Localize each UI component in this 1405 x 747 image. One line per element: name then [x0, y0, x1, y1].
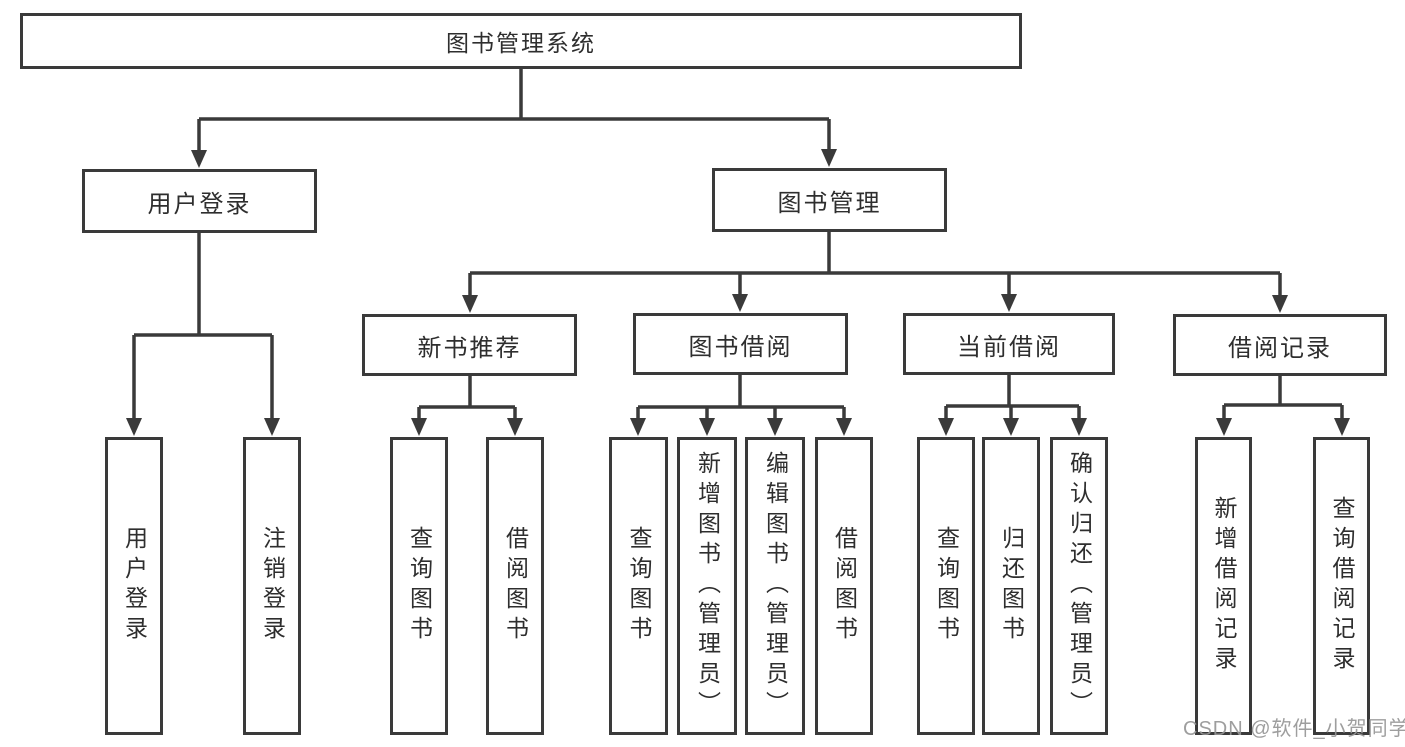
leaf-logout: 注销登录 — [243, 437, 301, 735]
leaf-return-book-label: 归还图书 — [998, 526, 1025, 646]
leaf-query-book-rec-label: 查询图书 — [406, 526, 433, 646]
leaf-query-book-borrow: 查询图书 — [609, 437, 668, 735]
leaf-borrow-book-rec: 借阅图书 — [486, 437, 544, 735]
connector-newbookrec-to-leaves — [411, 376, 523, 436]
node-book-management: 图书管理 — [712, 168, 947, 232]
node-new-book-recommendation: 新书推荐 — [362, 314, 577, 376]
node-book-borrowing-label: 图书借阅 — [688, 333, 793, 361]
connector-currentborrow-to-leaves — [938, 374, 1087, 436]
connector-borrowrecords-to-leaves — [1216, 376, 1350, 436]
leaf-add-borrow-record: 新增借阅记录 — [1195, 437, 1252, 735]
leaf-query-book-rec: 查询图书 — [390, 437, 448, 735]
leaf-confirm-return-admin-label: 确认归还（管理员） — [1066, 451, 1093, 721]
leaf-borrow-book-rec-label: 借阅图书 — [502, 526, 529, 646]
node-user-login-label: 用户登录 — [147, 190, 252, 218]
leaf-add-borrow-record-label: 新增借阅记录 — [1211, 496, 1237, 676]
leaf-borrow-book: 借阅图书 — [815, 437, 873, 735]
leaf-query-borrow-record: 查询借阅记录 — [1313, 437, 1370, 735]
node-book-management-label: 图书管理 — [777, 189, 882, 217]
node-user-login: 用户登录 — [82, 169, 317, 233]
csdn-watermark: CSDN @软件_小贺同学 — [1183, 718, 1405, 740]
leaf-logout-label: 注销登录 — [259, 526, 286, 646]
connector-bookmgmt-to-level3 — [462, 232, 1288, 313]
leaf-edit-book-admin-label: 编辑图书（管理员） — [762, 451, 789, 721]
leaf-query-book-current-label: 查询图书 — [933, 526, 960, 646]
node-borrowing-records: 借阅记录 — [1173, 314, 1387, 376]
leaf-query-borrow-record-label: 查询借阅记录 — [1329, 496, 1355, 676]
leaf-return-book: 归还图书 — [982, 437, 1040, 735]
node-current-borrowing-label: 当前借阅 — [957, 333, 1061, 361]
leaf-query-book-current: 查询图书 — [917, 437, 975, 735]
leaf-add-book-admin-label: 新增图书（管理员） — [694, 451, 721, 721]
node-borrowing-records-label: 借阅记录 — [1228, 334, 1332, 362]
leaf-user-login: 用户登录 — [105, 437, 163, 735]
node-root-label: 图书管理系统 — [446, 30, 596, 56]
node-new-book-recommendation-label: 新书推荐 — [417, 334, 522, 362]
leaf-confirm-return-admin: 确认归还（管理员） — [1050, 437, 1108, 735]
node-book-borrowing: 图书借阅 — [633, 313, 848, 375]
connector-userlogin-to-leaves — [126, 233, 280, 436]
leaf-borrow-book-label: 借阅图书 — [831, 526, 858, 646]
leaf-edit-book-admin: 编辑图书（管理员） — [745, 437, 805, 735]
node-current-borrowing: 当前借阅 — [903, 313, 1115, 375]
node-root-library-system: 图书管理系统 — [20, 13, 1022, 69]
leaf-user-login-label: 用户登录 — [121, 526, 148, 646]
connector-bookborrow-to-leaves — [630, 374, 852, 436]
leaf-query-book-borrow-label: 查询图书 — [626, 526, 652, 646]
leaf-add-book-admin: 新增图书（管理员） — [677, 437, 737, 735]
connector-root-to-level2 — [191, 69, 837, 168]
